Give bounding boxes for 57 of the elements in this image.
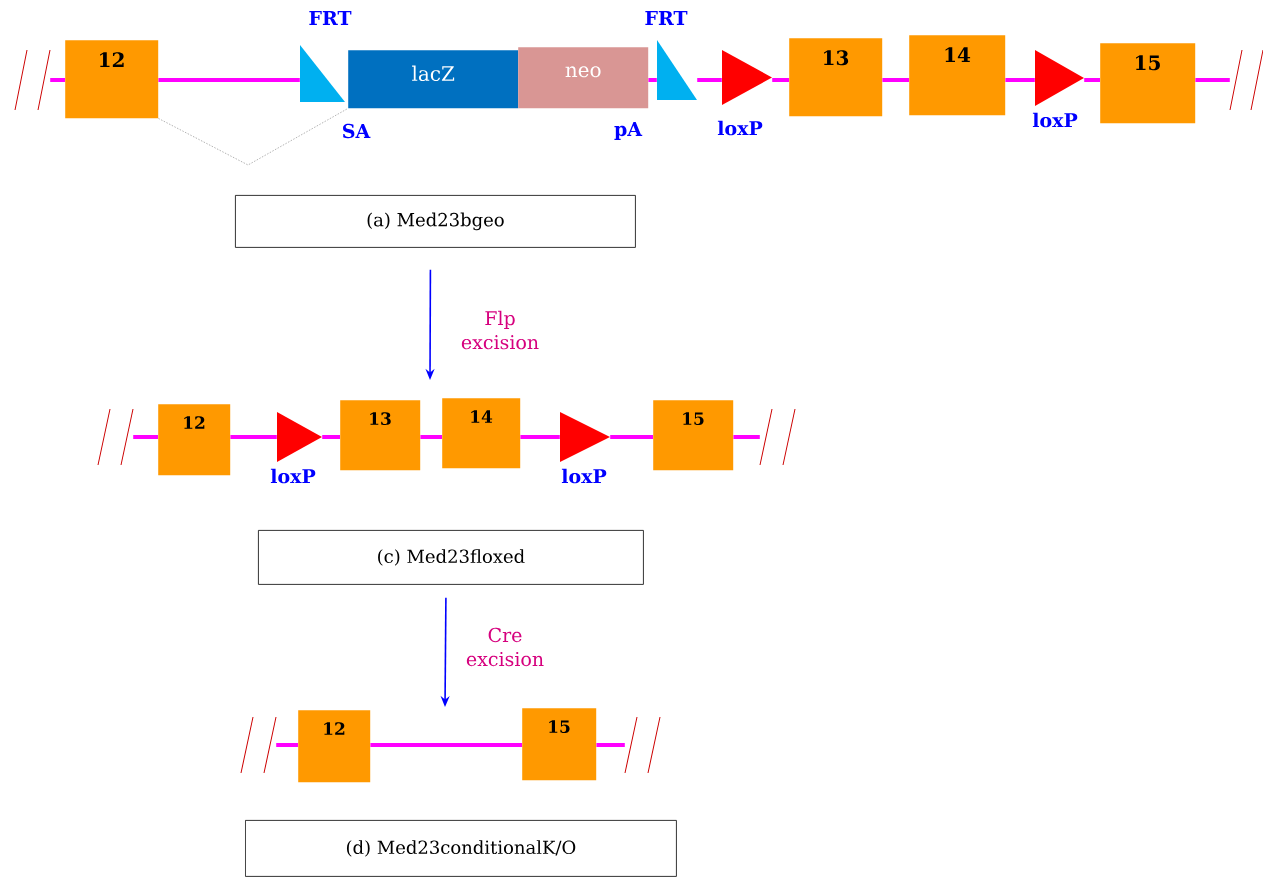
site-label: loxP (717, 120, 763, 136)
cassette-box: lacZ (348, 50, 519, 109)
gene-line (133, 435, 158, 439)
cassette-box: neo (518, 47, 649, 109)
frt-triangle (657, 40, 697, 100)
caption-box: (c) Med23floxed (258, 530, 644, 585)
loxp-triangle (1035, 50, 1084, 106)
break-mark (97, 408, 134, 466)
gene-line (596, 743, 625, 747)
site-label: SA (343, 123, 371, 139)
exon-box: 15 (1100, 43, 1196, 124)
site-label: pA (614, 122, 643, 140)
gene-line (1195, 78, 1230, 82)
exon-box: 12 (298, 710, 371, 783)
break-mark (624, 716, 661, 774)
site-label: loxP (270, 468, 316, 484)
gene-line (322, 435, 340, 439)
gene-line (50, 78, 65, 82)
gene-line (520, 435, 560, 439)
site-label: loxP (561, 468, 607, 484)
caption-box: (a) Med23bgeo (235, 195, 636, 248)
gene-line (610, 435, 653, 439)
gene-line (882, 78, 909, 82)
gene-line (648, 78, 657, 82)
edge-label: Flp excision (461, 310, 539, 350)
loxp-triangle (722, 50, 772, 105)
exon-box: 13 (789, 38, 883, 117)
site-label: FRT (309, 11, 352, 25)
gene-line (230, 435, 277, 439)
break-mark (240, 716, 277, 774)
frt-triangle (300, 45, 345, 102)
exon-box: 15 (522, 708, 597, 781)
site-label: loxP (1032, 112, 1078, 128)
gene-line (733, 435, 760, 439)
loxp-triangle (560, 412, 610, 462)
gene-line (420, 435, 442, 439)
break-mark (759, 408, 796, 466)
gene-line (370, 743, 522, 747)
exon-box: 13 (340, 400, 421, 471)
exon-box: 14 (442, 398, 521, 469)
gene-line (158, 78, 300, 82)
exon-box: 14 (909, 35, 1006, 116)
site-label: FRT (645, 11, 688, 25)
splice-line (158, 108, 349, 166)
break-mark (14, 49, 51, 111)
gene-line (772, 78, 789, 82)
edge-label: Cre excision (466, 627, 544, 667)
gene-line (1005, 78, 1035, 82)
loxp-triangle (277, 412, 322, 462)
exon-box: 15 (653, 400, 734, 471)
exon-box: 12 (65, 40, 159, 119)
caption-box: (d) Med23conditionalK/O (245, 820, 677, 877)
gene-line (697, 78, 722, 82)
gene-line (1084, 78, 1100, 82)
break-mark (1229, 49, 1263, 111)
gene-line (276, 743, 298, 747)
exon-box: 12 (158, 404, 231, 476)
